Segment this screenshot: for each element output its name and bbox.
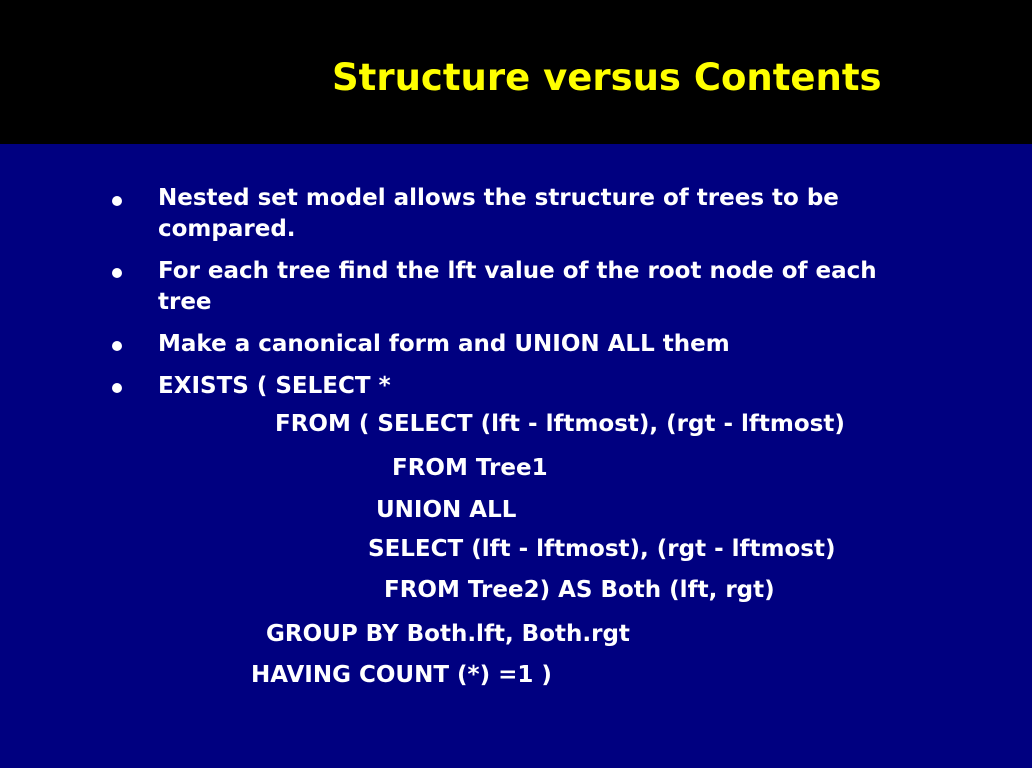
bullet-text: Nested set model allows the structure of… xyxy=(158,185,839,242)
code-line: FROM ( SELECT (lft - lftmost), (rgt - lf… xyxy=(275,411,845,437)
code-line: UNION ALL xyxy=(376,497,517,523)
bullet-text: Make a canonical form and UNION ALL them xyxy=(158,331,730,357)
bullet-dot xyxy=(112,268,122,278)
title-bar: Structure versus Contents xyxy=(0,0,1032,144)
bullet-dot xyxy=(112,341,122,351)
code-line: HAVING COUNT (*) =1 ) xyxy=(251,662,552,688)
code-line: FROM Tree1 xyxy=(392,455,548,481)
code-line: FROM Tree2) AS Both (lft, rgt) xyxy=(384,577,775,603)
slide-body: Nested set model allows the structure of… xyxy=(0,144,1032,768)
bullet-dot xyxy=(112,196,122,206)
bullet-dot xyxy=(112,383,122,393)
bullet-text: For each tree find the lft value of the … xyxy=(158,258,877,315)
slide-title: Structure versus Contents xyxy=(332,56,882,99)
code-line: GROUP BY Both.lft, Both.rgt xyxy=(266,621,630,647)
code-line: SELECT (lft - lftmost), (rgt - lftmost) xyxy=(368,536,836,562)
bullet-text: EXISTS ( SELECT * xyxy=(158,373,391,399)
